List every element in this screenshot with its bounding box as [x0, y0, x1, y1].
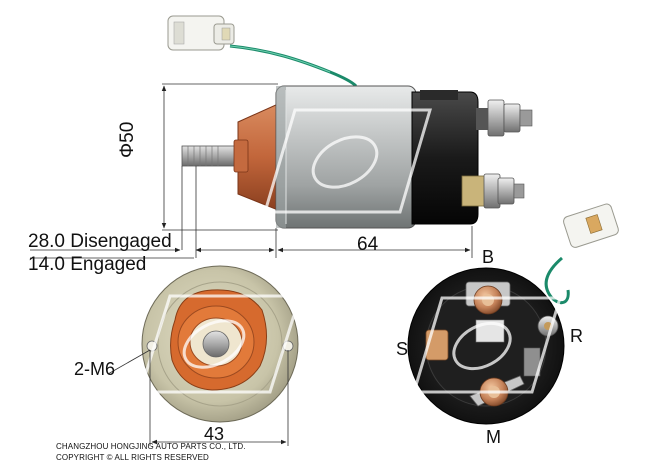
connector-plug: [167, 15, 235, 51]
length-label: 64: [357, 234, 379, 255]
terminal-cap: [411, 91, 479, 225]
terminal-b: [465, 281, 511, 315]
disengaged-label: 28.0 Disengaged: [28, 231, 172, 252]
rear-wire: [544, 256, 570, 305]
mount-spacing-label: 43: [204, 424, 225, 444]
diameter-label: Φ50: [117, 121, 138, 158]
rear-view: [407, 203, 619, 425]
terminal-b-label: B: [482, 247, 495, 267]
terminal-s-label: S: [396, 339, 409, 359]
terminal-stud-upper: [476, 99, 533, 137]
watermark-logo: [262, 108, 433, 214]
side-view: [30, 15, 533, 259]
copyright-footer: COPYRIGHT © ALL RIGHTS RESERVED: [56, 453, 209, 462]
solenoid-housing: [275, 85, 417, 229]
terminal-m-label: M: [486, 427, 501, 447]
signal-wire: [229, 44, 358, 88]
engaged-label: 14.0 Engaged: [28, 254, 147, 275]
plunger-end: [202, 330, 230, 358]
terminal-stud-lower: [461, 173, 525, 209]
dimension-lines: [30, 83, 473, 259]
terminal-r-label: R: [570, 326, 583, 346]
mount-thread-label: 2-M6: [74, 359, 116, 379]
rear-connector-plug: [563, 203, 619, 248]
front-view: [107, 265, 303, 446]
company-footer: CHANGZHOU HONGJING AUTO PARTS CO., LTD.: [56, 442, 246, 451]
